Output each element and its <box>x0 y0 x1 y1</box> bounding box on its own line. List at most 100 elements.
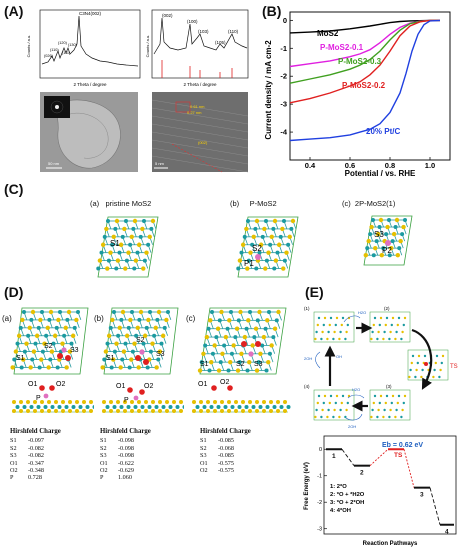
s-atom <box>138 309 144 315</box>
mo-atom <box>250 242 255 247</box>
y-tick-label: -1 <box>280 44 287 53</box>
panel-label-a: (A) <box>4 3 24 19</box>
energy-legend-item: 4: 4*OH <box>330 508 351 514</box>
mo-atom <box>130 349 135 354</box>
energy-level-label: TS <box>394 452 403 459</box>
mo-atom <box>112 310 116 314</box>
s-atom <box>394 217 400 223</box>
s-atom <box>120 309 126 315</box>
xrd-left-xlabel: 2 Theta / degree <box>74 82 107 87</box>
mo-atom <box>29 317 34 322</box>
mo-atom <box>106 219 110 223</box>
mo-atom <box>403 218 407 222</box>
s-atom <box>242 334 248 340</box>
tem-image <box>40 92 138 172</box>
mo-atom <box>144 325 149 330</box>
panel-e-figure: (1) (2) (3) (4) H2O 2OH H2O 2OH OH TS 0-… <box>304 306 458 547</box>
s-atom <box>235 368 241 373</box>
s-atom <box>244 226 249 232</box>
mo-atom <box>275 250 280 255</box>
s-atom <box>363 253 368 258</box>
s-atom <box>104 226 109 232</box>
s-atom <box>141 266 146 271</box>
lsv-y-axis-label: Current density / mA cm-2 <box>264 40 273 140</box>
s-atom <box>126 250 131 255</box>
s-atom <box>223 334 229 340</box>
mo-atom <box>37 365 42 370</box>
energy-y-tick: -3 <box>317 527 322 533</box>
s-atom <box>254 218 260 224</box>
mo-atom <box>44 333 49 338</box>
mo-atom <box>117 250 122 255</box>
hrtem-scale-label: 5 nm <box>155 161 165 166</box>
mo-atom <box>22 349 27 354</box>
mo-atom <box>218 360 223 365</box>
s-atom <box>238 309 243 315</box>
mo-atom <box>62 333 67 338</box>
mo-atom <box>226 368 231 373</box>
panel-c-c-label: (c) 2P-MoS2(1) <box>342 199 396 208</box>
s-atom <box>144 250 149 255</box>
s-atom <box>97 258 103 263</box>
mo-atom <box>264 368 269 373</box>
mo-atom <box>271 335 276 340</box>
mo-atom <box>245 368 250 373</box>
s-atom <box>201 351 206 356</box>
s-atom <box>401 224 406 230</box>
s-atom <box>56 317 61 323</box>
s-atom <box>20 317 25 323</box>
mo-atom <box>148 349 153 354</box>
mo-atom <box>207 368 212 373</box>
mo-atom <box>96 266 101 271</box>
mo-atom <box>381 246 386 251</box>
hirshfeld-title-c: Hirshfeld Charge <box>200 428 251 435</box>
mo-atom <box>229 351 234 356</box>
mo-atom <box>112 349 117 354</box>
panel-c-b-title: P-MoS2 <box>249 199 277 208</box>
legend-mos2: MoS2 <box>317 29 339 38</box>
s-atom <box>31 349 37 354</box>
d-b-s1: S1 <box>106 355 115 362</box>
s-atom <box>140 226 145 232</box>
energy-y-label: Free Energy (eV) <box>304 462 310 510</box>
mo-atom <box>286 242 291 247</box>
oh2-label-1: 2OH <box>304 356 312 361</box>
hirshfeld-row: O2-0.575 <box>200 467 234 475</box>
x-tick-label: 0.4 <box>305 161 316 170</box>
mo-atom <box>109 365 114 370</box>
hirshfeld-row: S1-0.085 <box>200 437 234 445</box>
s-atom <box>391 231 397 237</box>
s-atom <box>150 341 155 346</box>
energy-x-label: Reaction Pathways <box>363 541 418 547</box>
mo-atom <box>253 226 258 231</box>
s-atom <box>240 242 246 247</box>
s-atom <box>63 325 68 331</box>
hirshfeld-title-b: Hirshfeld Charge <box>100 428 151 435</box>
d-b-s2: S2 <box>136 337 145 344</box>
energy-legend-item: 1: 2*O <box>330 484 347 490</box>
tem-scale-label: 50 nm <box>48 161 60 166</box>
mo-atom <box>116 333 121 338</box>
mo-atom <box>156 357 161 362</box>
s-atom <box>118 242 124 247</box>
s-atom <box>13 349 19 354</box>
s-atom <box>266 250 271 255</box>
mo-atom <box>263 326 268 331</box>
s-atom <box>117 325 122 331</box>
mo-atom <box>242 234 247 239</box>
mo-atom <box>229 310 233 314</box>
s-atom <box>212 343 217 348</box>
s-atom <box>234 326 240 331</box>
s-atom <box>34 333 40 338</box>
d-b-o2: O2 <box>144 383 153 390</box>
mo-atom <box>40 310 44 314</box>
mo-atom <box>148 310 152 314</box>
s-atom <box>74 317 79 323</box>
site-s2-c: S2 <box>252 244 262 253</box>
s-atom <box>239 351 244 356</box>
mo-atom <box>76 310 80 314</box>
step-2-label: (2) <box>384 306 390 311</box>
mo-atom <box>159 341 164 346</box>
